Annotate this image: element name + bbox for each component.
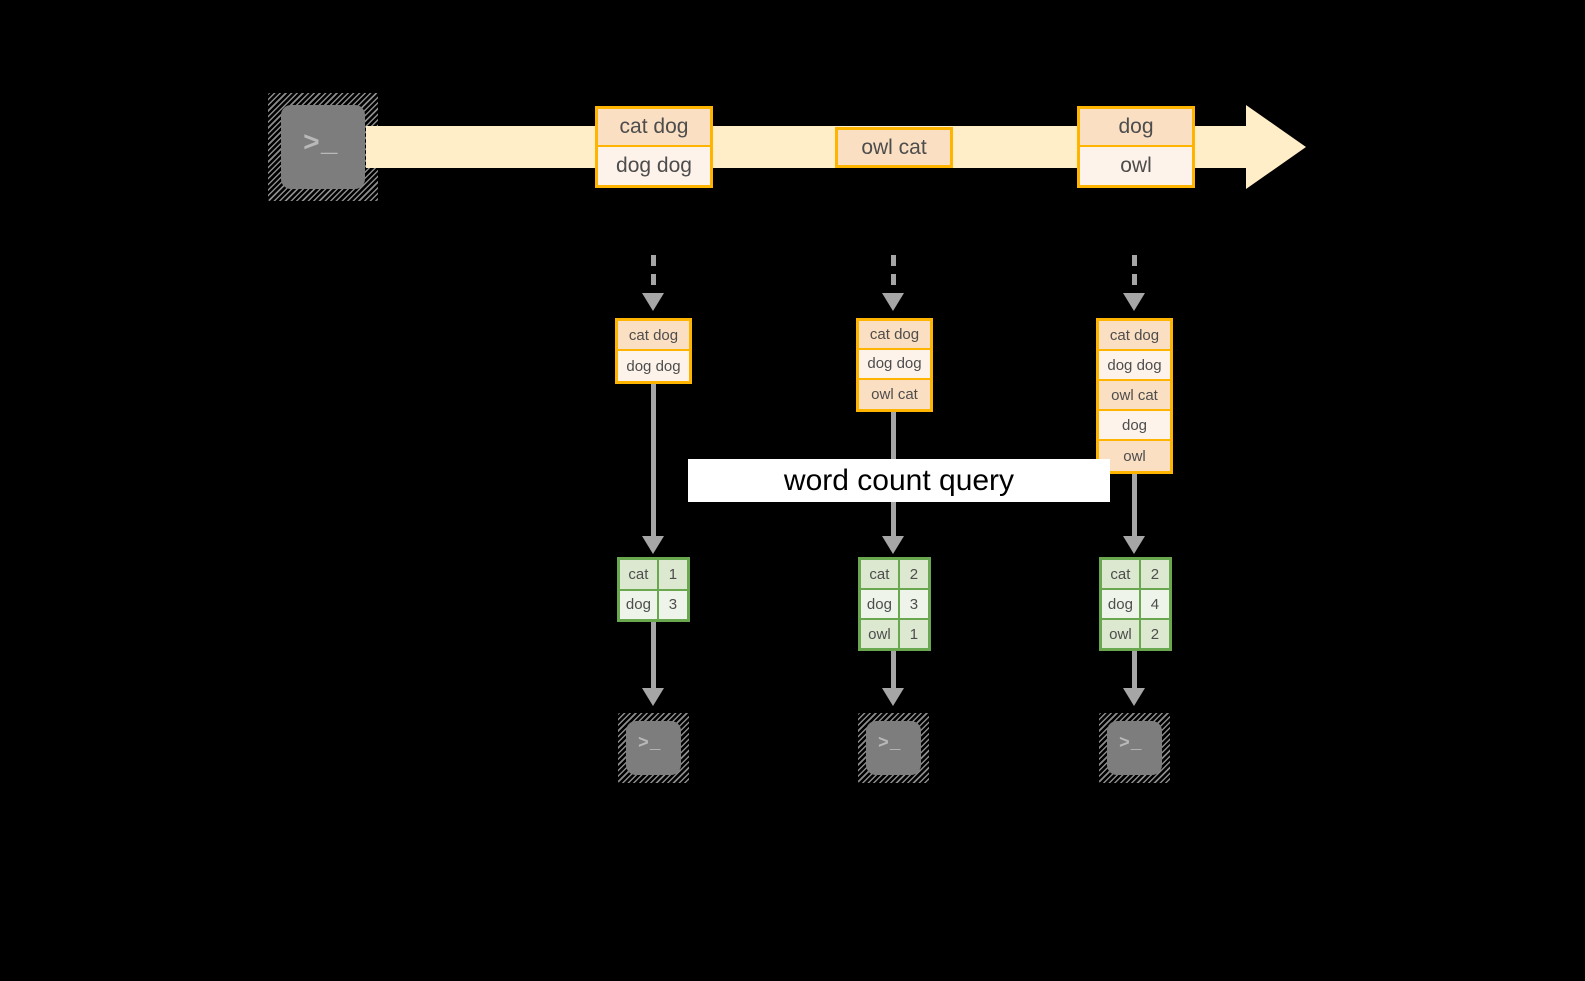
query-arrow-3-shaft [1132,474,1137,539]
sink-terminal-icon-1: >_ [618,713,689,783]
result-table-3-row-1-word: cat [1102,560,1141,588]
result-table-3-row-1: cat 2 [1102,560,1169,590]
stream-batch-3-line-2: owl [1080,147,1192,185]
result-table-2: cat 2 dog 3 owl 1 [858,557,931,651]
terminal-prompt-glyph: >_ [638,734,662,754]
result-table-2-row-1-count: 2 [899,560,928,588]
result-table-2-row-2: dog 3 [861,590,928,620]
input-table-3-row-5: owl [1099,441,1170,471]
sink-arrow-3-shaft [1132,651,1137,691]
trigger-arrow-3-shaft [1132,255,1137,295]
input-table-3-row-4: dog [1099,411,1170,441]
result-table-3-row-2-word: dog [1102,590,1141,618]
terminal-body [866,721,921,775]
sink-arrow-1-head [642,688,664,706]
input-table-1: cat dog dog dog [615,318,692,384]
trigger-arrow-2-head [882,293,904,311]
query-arrow-1-head [642,536,664,554]
terminal-body [1107,721,1162,775]
result-table-1-row-1-word: cat [620,560,659,589]
result-table-2-row-1: cat 2 [861,560,928,590]
query-arrow-1-shaft [651,384,656,539]
query-arrow-3-head [1123,536,1145,554]
trigger-arrow-3-head [1123,293,1145,311]
result-table-2-row-1-word: cat [861,560,900,588]
result-table-3-row-3: owl 2 [1102,620,1169,648]
result-table-3-row-2: dog 4 [1102,590,1169,620]
stream-batch-1-line-2: dog dog [598,147,710,185]
query-label-text: word count query [783,463,1015,497]
stream-batch-2: owl cat [835,127,953,168]
sink-arrow-3-head [1123,688,1145,706]
result-table-1-row-2-word: dog [620,590,659,619]
sink-arrow-1-shaft [651,622,656,691]
result-table-3-row-3-word: owl [1102,620,1141,648]
query-label-banner: word count query [688,459,1110,502]
result-table-1-row-2-count: 3 [658,590,687,619]
result-table-3-row-2-count: 4 [1140,590,1169,618]
input-table-2-row-2: dog dog [859,350,930,380]
sink-arrow-2-shaft [891,651,896,691]
input-table-1-row-1: cat dog [618,321,689,351]
input-table-1-row-2: dog dog [618,351,689,381]
stream-batch-1-line-1: cat dog [598,109,710,147]
result-table-1-row-1-count: 1 [658,560,687,589]
stream-batch-1: cat dog dog dog [595,106,713,188]
input-table-3: cat dog dog dog owl cat dog owl [1096,318,1173,474]
result-table-3-row-1-count: 2 [1140,560,1169,588]
result-table-3: cat 2 dog 4 owl 2 [1099,557,1172,651]
sink-terminal-icon-2: >_ [858,713,929,783]
terminal-body [626,721,681,775]
terminal-prompt-glyph: >_ [1119,734,1143,754]
trigger-arrow-2-shaft [891,255,896,295]
terminal-body [281,105,365,189]
trigger-arrow-1-shaft [651,255,656,295]
input-table-3-row-2: dog dog [1099,351,1170,381]
result-table-1: cat 1 dog 3 [617,557,690,622]
input-table-3-row-1: cat dog [1099,321,1170,351]
result-table-3-row-3-count: 2 [1140,620,1169,648]
query-arrow-2-head [882,536,904,554]
input-table-2-row-1: cat dog [859,321,930,351]
result-table-2-row-3-word: owl [861,620,900,648]
input-table-3-row-3: owl cat [1099,381,1170,411]
sink-arrow-2-head [882,688,904,706]
result-table-1-row-2: dog 3 [620,590,687,619]
input-stream-arrowhead [1246,105,1306,189]
result-table-2-row-2-count: 3 [899,590,928,618]
stream-batch-3: dog owl [1077,106,1195,188]
input-table-2: cat dog dog dog owl cat [856,318,933,412]
input-table-2-row-3: owl cat [859,379,930,409]
stream-batch-2-line-1: owl cat [838,130,950,165]
result-table-1-row-1: cat 1 [620,560,687,591]
result-table-2-row-3: owl 1 [861,620,928,648]
stream-batch-3-line-1: dog [1080,109,1192,147]
trigger-arrow-1-head [642,293,664,311]
source-terminal-icon: >_ [268,93,378,201]
result-table-2-row-3-count: 1 [899,620,928,648]
terminal-prompt-glyph: >_ [303,129,339,160]
result-table-2-row-2-word: dog [861,590,900,618]
sink-terminal-icon-3: >_ [1099,713,1170,783]
terminal-prompt-glyph: >_ [878,734,902,754]
